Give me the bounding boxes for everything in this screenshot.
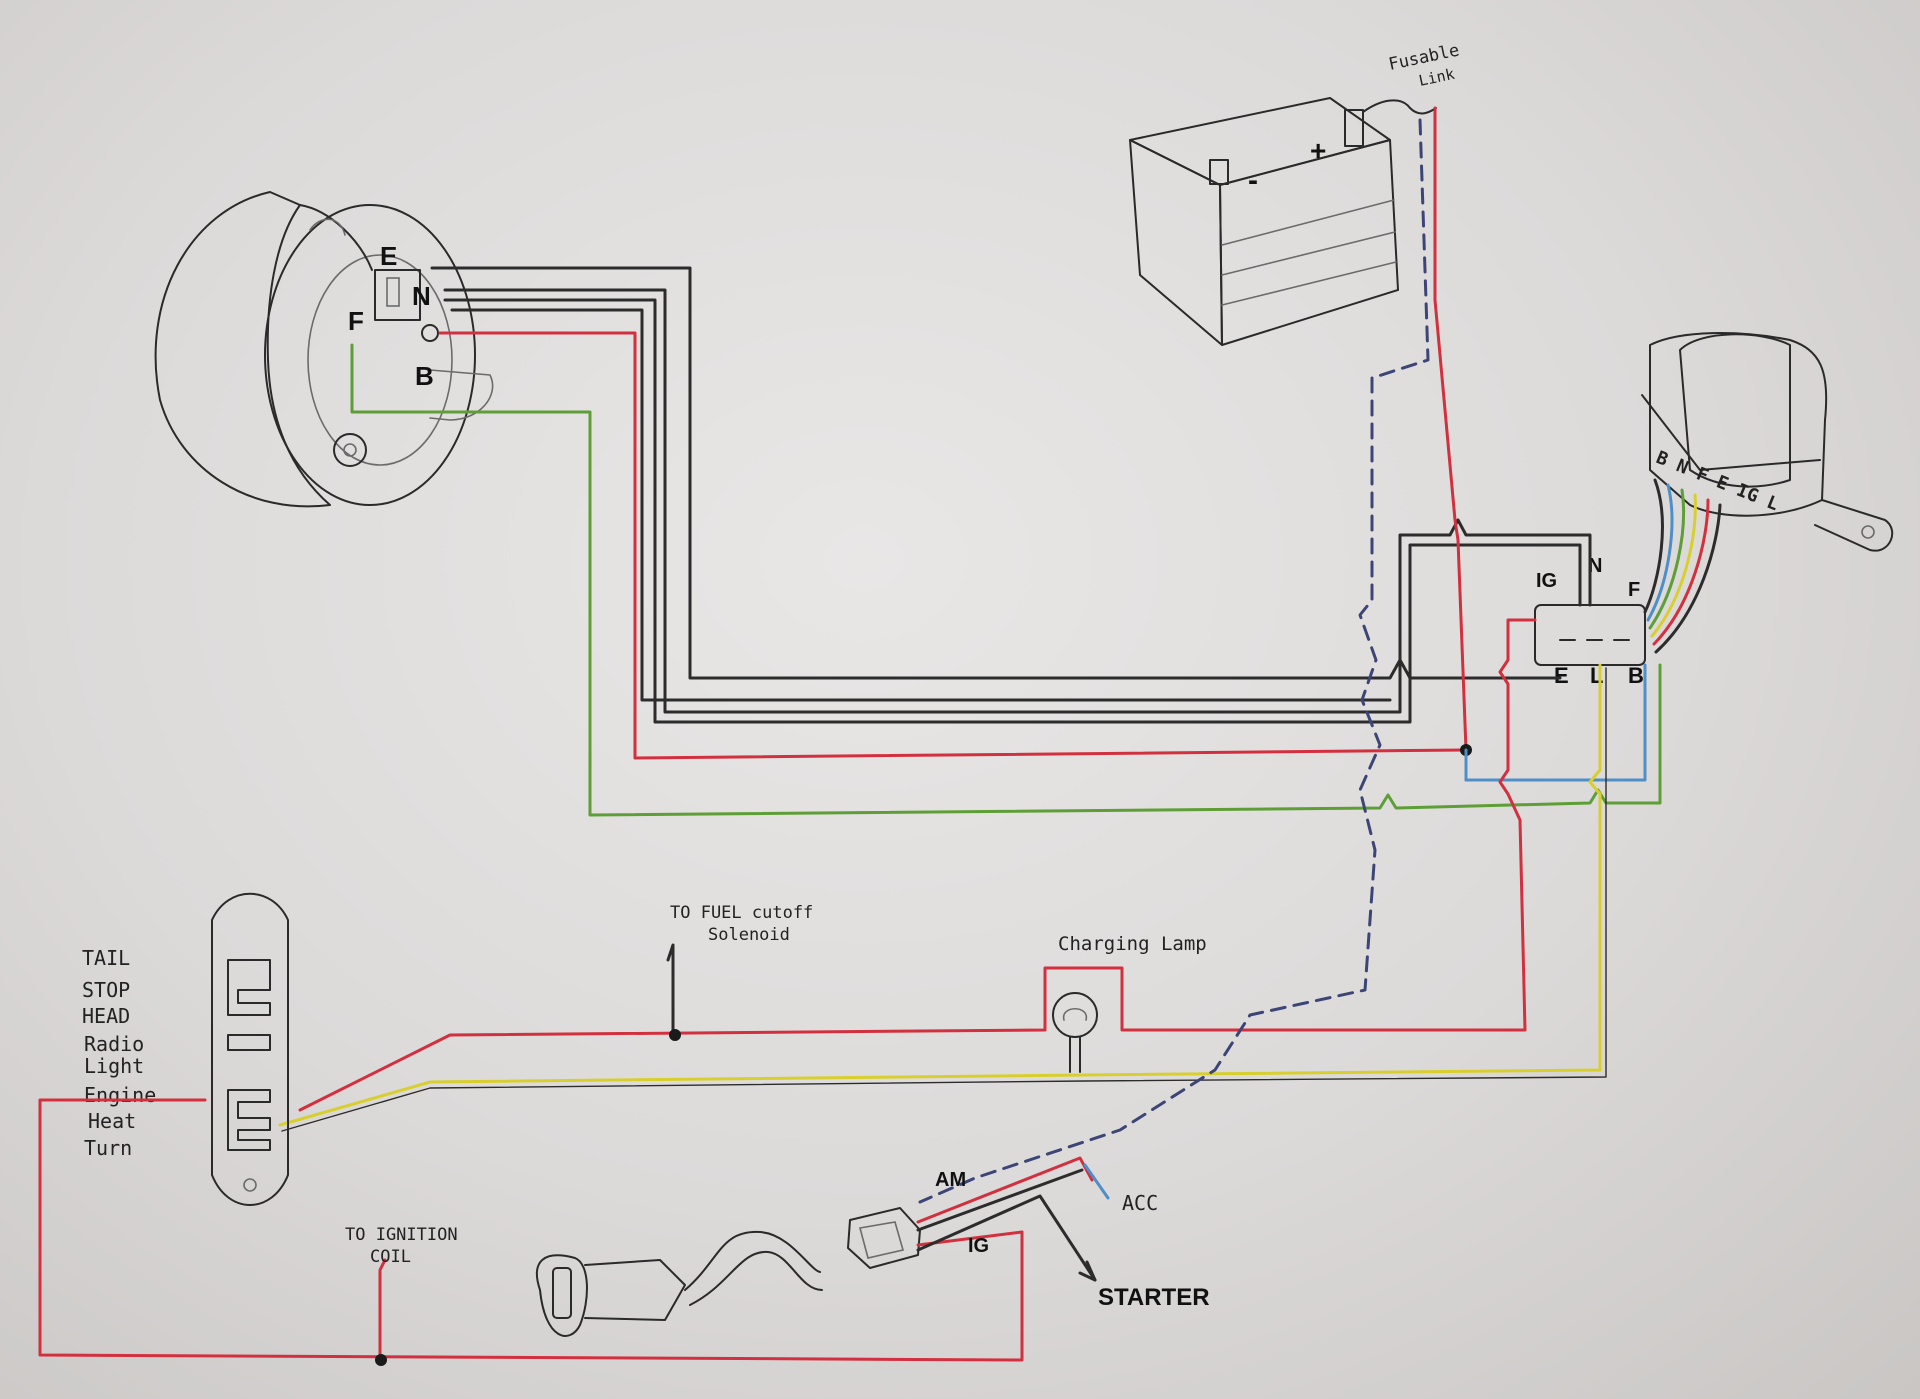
ignition-switch xyxy=(535,1207,921,1337)
alternator-terminal-n: N xyxy=(412,281,431,311)
wire-l-yellow xyxy=(278,663,1602,1127)
wire-ig-red xyxy=(298,618,1537,1112)
fusible-link-label-2: Link xyxy=(1417,65,1456,90)
wire-f-black xyxy=(450,308,1392,702)
junction-dot-2 xyxy=(669,1029,681,1041)
ignition-coil-label-2: COIL xyxy=(370,1247,411,1267)
wire-starter-black xyxy=(916,1194,1097,1282)
connector-label-b: B xyxy=(1628,663,1644,688)
ignition-coil-label: TO IGNITION xyxy=(345,1225,458,1245)
fuse-label-heat: Heat xyxy=(88,1109,136,1133)
connector-label-n: N xyxy=(1588,555,1602,577)
fuel-cutoff-lead xyxy=(666,943,675,1037)
starter-arrow xyxy=(1078,1260,1097,1282)
fuse-label-engine: Engine xyxy=(84,1083,156,1107)
ignition-coil-lead xyxy=(378,1258,387,1362)
battery xyxy=(1129,97,1437,346)
fuse-label-tail: TAIL xyxy=(82,946,130,970)
battery-negative-label: - xyxy=(1248,164,1258,197)
connector-label-e: E xyxy=(1554,663,1569,688)
wire-n-black-2 xyxy=(443,298,1582,724)
ignition-ig-label: IG xyxy=(968,1235,989,1257)
charging-lamp xyxy=(1052,992,1098,1073)
wire-b-red xyxy=(438,331,1467,760)
fuse-label-radio: Radio xyxy=(84,1032,144,1056)
charging-lamp-label: Charging Lamp xyxy=(1058,933,1207,955)
connector-label-ig: IG xyxy=(1536,570,1557,592)
voltage-regulator xyxy=(1641,332,1894,552)
wire-fuse-return-red xyxy=(38,1098,1024,1362)
wire-acc-blue xyxy=(1083,1163,1110,1200)
fuel-cutoff-label-2: Solenoid xyxy=(708,925,790,945)
fuse-label-head: HEAD xyxy=(82,1004,130,1028)
alternator xyxy=(154,191,494,508)
regulator-connector xyxy=(1534,604,1646,666)
wire-fusible-dashed xyxy=(918,118,1430,1204)
junction-dot-3 xyxy=(375,1354,387,1366)
fuse-label-light: Light xyxy=(84,1054,144,1078)
wire-am-black xyxy=(916,1168,1084,1232)
wire-green xyxy=(350,343,1662,817)
alternator-terminal-b: B xyxy=(415,361,434,391)
fuse-label-turn: Turn xyxy=(84,1136,132,1160)
alternator-terminal-e: E xyxy=(380,241,397,271)
wire-l-black-edge xyxy=(281,667,1607,1132)
connector-label-f: F xyxy=(1628,579,1640,601)
battery-positive-label: + xyxy=(1310,135,1326,166)
alternator-terminal-f: F xyxy=(348,306,364,336)
fuel-cutoff-label: TO FUEL cutoff xyxy=(670,903,813,923)
wire-e-black xyxy=(430,266,1562,680)
ignition-acc-label: ACC xyxy=(1122,1191,1158,1215)
regulator-pigtail xyxy=(1643,478,1722,654)
ignition-starter-label: STARTER xyxy=(1098,1284,1210,1311)
fuse-circuit-labels: TAIL STOP HEAD Radio Light Engine Heat T… xyxy=(82,946,156,1160)
wire-am-red xyxy=(916,1156,1094,1224)
fuse-label-stop: STOP xyxy=(82,978,130,1002)
ignition-am-label: AM xyxy=(935,1169,966,1191)
wire-blue xyxy=(1464,663,1647,782)
fuse-box xyxy=(211,892,289,1206)
wire-n-black xyxy=(443,288,1592,714)
